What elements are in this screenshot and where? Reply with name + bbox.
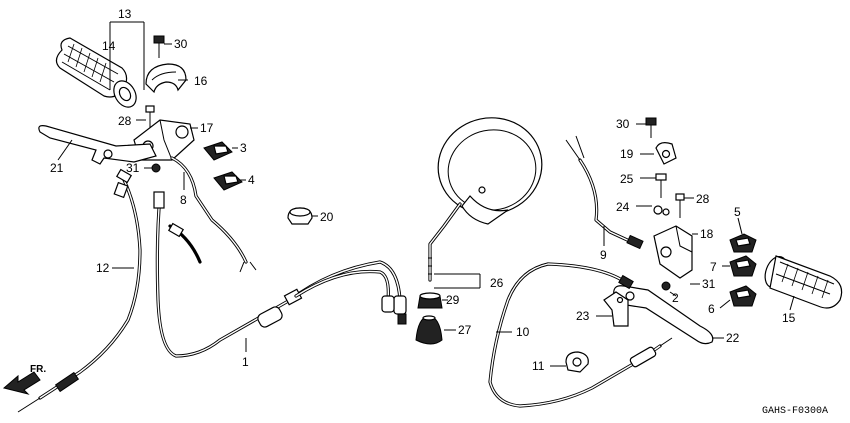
screw bbox=[655, 173, 667, 198]
wire-harness bbox=[170, 156, 257, 273]
direction-arrow: FR. bbox=[2, 364, 46, 395]
callout-21: 21 bbox=[50, 161, 64, 175]
cable bbox=[294, 269, 395, 313]
leader-lines bbox=[57, 21, 795, 367]
housing-cover bbox=[145, 63, 187, 94]
callout-14: 14 bbox=[102, 39, 116, 53]
screw bbox=[675, 193, 685, 218]
cable bbox=[17, 168, 142, 413]
callout-28-right: 28 bbox=[696, 192, 710, 206]
callout-12: 12 bbox=[96, 261, 110, 275]
direction-label: FR. bbox=[30, 364, 46, 375]
wire-harness bbox=[565, 135, 644, 250]
cable-bracket bbox=[603, 291, 629, 327]
callout-2: 2 bbox=[672, 291, 679, 305]
nut bbox=[151, 163, 161, 173]
callout-31: 31 bbox=[126, 161, 140, 175]
callout-19: 19 bbox=[620, 147, 634, 161]
callout-9: 9 bbox=[600, 248, 607, 262]
nut bbox=[661, 281, 671, 291]
mirror bbox=[428, 117, 543, 282]
nut bbox=[653, 205, 670, 216]
brake-lever-left bbox=[38, 125, 157, 165]
brake-lever-right bbox=[613, 285, 714, 345]
callout-22: 22 bbox=[726, 331, 740, 345]
callout-31-right: 31 bbox=[702, 277, 716, 291]
switch bbox=[213, 171, 243, 191]
callout-3: 3 bbox=[240, 141, 247, 155]
callout-1: 1 bbox=[242, 355, 249, 369]
cable bbox=[488, 262, 673, 408]
callout-30-right: 30 bbox=[616, 117, 630, 131]
callout-29: 29 bbox=[446, 293, 460, 307]
callout-13: 13 bbox=[118, 7, 132, 21]
callout-15: 15 bbox=[782, 311, 796, 325]
handle-grip bbox=[764, 255, 843, 309]
cable-clip bbox=[565, 351, 589, 373]
callout-labels: 13 14 30 16 28 17 21 31 3 4 8 12 20 1 26… bbox=[50, 7, 796, 373]
holder-bracket bbox=[655, 142, 677, 165]
callout-23: 23 bbox=[576, 309, 590, 323]
callout-4: 4 bbox=[248, 173, 255, 187]
callout-24: 24 bbox=[616, 200, 630, 214]
switch bbox=[729, 233, 757, 253]
bolt bbox=[645, 117, 657, 138]
callout-26: 26 bbox=[490, 276, 504, 290]
switch bbox=[729, 285, 757, 307]
callout-6: 6 bbox=[708, 302, 715, 316]
callout-16: 16 bbox=[194, 74, 208, 88]
bolt bbox=[153, 35, 165, 58]
throttle-grip bbox=[55, 37, 137, 108]
callout-18: 18 bbox=[700, 227, 714, 241]
callout-30: 30 bbox=[174, 37, 188, 51]
callout-25: 25 bbox=[620, 172, 634, 186]
diagram-code: GAHS-F0300A bbox=[762, 406, 828, 417]
callout-7: 7 bbox=[710, 260, 717, 274]
rubber-cap bbox=[287, 207, 313, 225]
callout-27: 27 bbox=[458, 323, 472, 337]
callout-8: 8 bbox=[180, 193, 187, 207]
switch bbox=[729, 255, 757, 277]
callout-28: 28 bbox=[118, 114, 132, 128]
rubber-boot bbox=[415, 315, 443, 345]
nut bbox=[417, 292, 443, 309]
callout-11: 11 bbox=[532, 359, 545, 373]
callout-10: 10 bbox=[516, 325, 530, 339]
switch-housing bbox=[653, 225, 693, 279]
switch bbox=[203, 141, 233, 161]
callout-17: 17 bbox=[200, 121, 214, 135]
callout-5: 5 bbox=[734, 205, 741, 219]
cable bbox=[153, 191, 407, 358]
callout-20: 20 bbox=[320, 210, 334, 224]
